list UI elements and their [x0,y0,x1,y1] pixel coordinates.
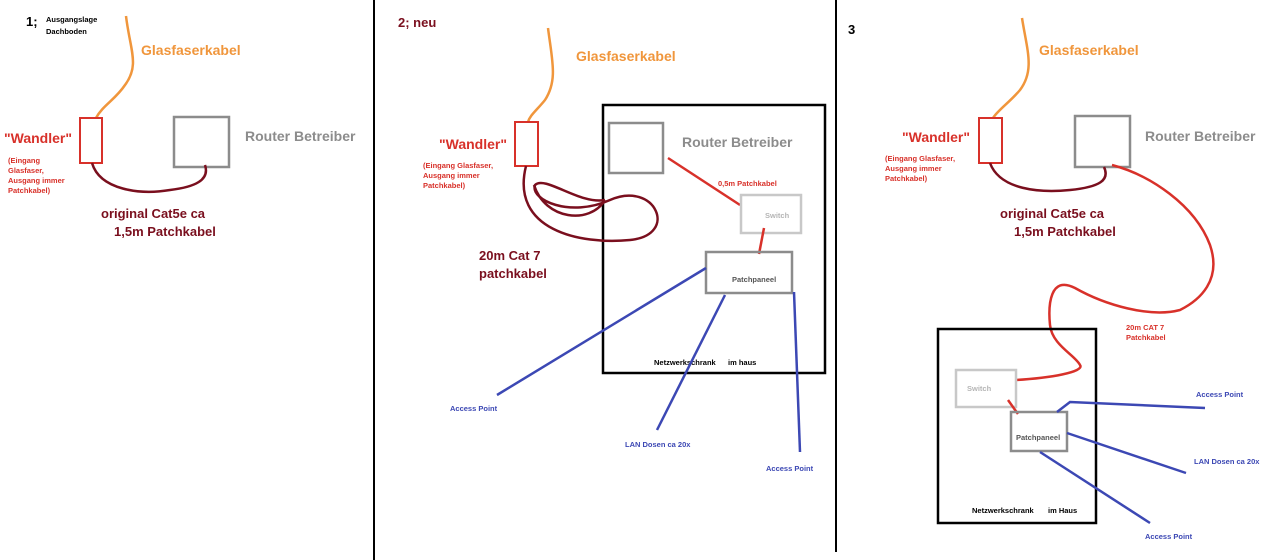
panel-1-cable-label-1: original Cat5e ca [101,206,206,221]
panel-2-switch-label: Switch [765,211,790,220]
panel-2-network-cabinet [601,103,827,375]
panel-1-wandler-note-3: Ausgang immer [8,176,65,185]
panel-1-caption-line-2: Dachboden [46,27,87,36]
panel-2-wandler-note-3: Patchkabel) [423,181,466,190]
panel-2-cabinet-label-2: im haus [728,358,756,367]
panel-3-cat7-label-2: Patchkabel [1126,333,1166,342]
panel-3-wandler-note-1: (Eingang Glasfaser, [885,154,955,163]
panel-1-wandler-note-4: Patchkabel) [8,186,51,195]
panel-3-cabinet-label-1: Netzwerkschrank [972,506,1035,515]
panel-1-step: 1; [26,14,38,29]
panel-2: 2; neu Glasfaserkabel "Wandler" (Eingang… [398,15,827,473]
panel-3-patchpanel-box [1009,410,1069,453]
panel-3-blue-cable-ap2 [1039,450,1151,525]
panel-2-switch-patchpanel-cable [757,227,766,255]
panel-2-fiber-cable [526,27,555,123]
panel-3-switch-label: Switch [967,384,992,393]
panel-3-cat7-label-1: 20m CAT 7 [1126,323,1164,332]
panel-1-wandler-box [79,117,103,164]
panel-1-cat5e-cable [90,162,208,193]
panel-2-blue-cable-ap2 [792,291,802,453]
panel-3-wandler-note-3: Patchkabel) [885,174,928,183]
panel-2-access-point-1-label: Access Point [450,404,498,413]
panel-2-cat7-cable [522,165,659,243]
panel-2-cat7-label-2: patchkabel [479,266,547,281]
panel-2-wandler-note-1: (Eingang Glasfaser, [423,161,493,170]
panel-3-access-point-2-label: Access Point [1145,532,1193,541]
panel-3-router-box [1073,114,1132,169]
panel-1: 1; Ausgangslage Dachboden Glasfaserkabel… [4,14,356,239]
panel-3-glasfaser-label: Glasfaserkabel [1039,42,1139,58]
panel-2-step: 2; neu [398,15,436,30]
panel-1-caption-line-1: Ausgangslage [46,15,97,24]
panel-2-access-point-2-label: Access Point [766,464,814,473]
panel-3-blue-cable-ap1 [1056,400,1206,413]
panel-1-router-box [172,115,231,169]
panel-1-cable-label-2: 1,5m Patchkabel [114,224,216,239]
panel-2-glasfaser-label: Glasfaserkabel [576,48,676,64]
panel-3-step: 3 [848,22,855,37]
panel-1-wandler-label: "Wandler" [4,130,72,146]
panel-3-wandler-box [978,117,1003,164]
panel-3-blue-cable-lan [1066,431,1187,475]
panel-2-wandler-box [514,121,539,167]
panel-2-cabinet-label-1: Netzwerkschrank [654,358,717,367]
panel-1-fiber-cable [94,15,135,119]
panel-3-wandler-label: "Wandler" [902,129,970,145]
panel-1-glasfaser-label: Glasfaserkabel [141,42,241,58]
panel-2-wandler-label: "Wandler" [439,136,507,152]
panel-3-network-cabinet [936,327,1098,525]
panel-2-switch-box [739,193,803,235]
panel-3-patchpanel-label: Patchpaneel [1016,433,1060,442]
panel-2-wandler-note-2: Ausgang immer [423,171,480,180]
panel-2-blue-cable-lan [655,294,727,431]
panel-3-fiber-cable [991,17,1030,119]
panel-1-wandler-note-2: Glasfaser, [8,166,44,175]
panel-3-cabinet-label-2: im Haus [1048,506,1077,515]
panel-3-cat5e-cable [988,162,1107,193]
panel-2-cat7-label-1: 20m Cat 7 [479,248,540,263]
panel-2-blue-cable-ap1 [496,266,707,397]
panel-2-patchpanel-label: Patchpaneel [732,275,776,284]
panel-3-wandler-note-2: Ausgang immer [885,164,942,173]
panel-3-cat7-cable [1015,163,1215,382]
panel-3-cable-label-1: original Cat5e ca [1000,206,1105,221]
panel-2-router-switch-cable [667,156,741,207]
panel-3-switch-box [954,368,1018,409]
panel-2-router-box [607,121,665,175]
panel-3-lan-label: LAN Dosen ca 20x [1194,457,1260,466]
panel-3-access-point-1-label: Access Point [1196,390,1244,399]
panel-2-patchcable-label: 0,5m Patchkabel [718,179,777,188]
panel-2-cat7-cable-loop [532,184,607,217]
panel-1-wandler-note-1: (Eingang [8,156,40,165]
panel-2-patchpanel-box [704,250,794,295]
panel-3-router-label: Router Betreiber [1145,128,1256,144]
panel-2-lan-label: LAN Dosen ca 20x [625,440,691,449]
panel-3: 3 Glasfaserkabel "Wandler" (Eingang Glas… [848,17,1260,541]
panel-2-router-label: Router Betreiber [682,134,793,150]
panel-1-router-label: Router Betreiber [245,128,356,144]
panel-3-cable-label-2: 1,5m Patchkabel [1014,224,1116,239]
